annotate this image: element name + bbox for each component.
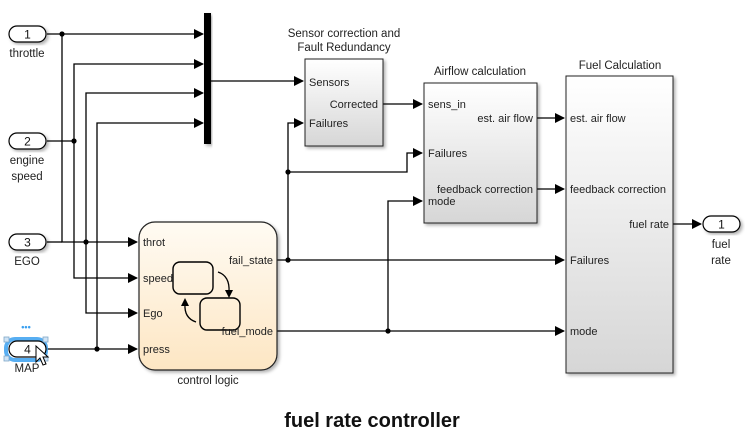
resize-handle[interactable] xyxy=(42,336,49,343)
port-label-speed: speed xyxy=(143,273,173,285)
inport-number: 4 xyxy=(24,343,31,357)
port-label-press: press xyxy=(143,344,170,356)
signal-lines xyxy=(47,29,702,354)
signal-speed-to-mux[interactable] xyxy=(73,59,204,141)
block-title-line-1: Sensor correction and xyxy=(288,28,401,40)
signal-fail-state-to-airflow[interactable] xyxy=(288,148,423,173)
stateflow-chart-icon xyxy=(172,261,241,331)
inport-label: MAP xyxy=(15,363,40,375)
fuel-calculation-block[interactable]: Fuel Calculation est. air flow feedback … xyxy=(565,60,674,374)
port-label-feedback-correction: feedback correction xyxy=(437,184,533,196)
control-logic-chart[interactable]: throt speed Ego press fail_state fuel_mo… xyxy=(138,221,278,387)
inport-label-line-1: engine xyxy=(10,155,45,167)
inport-label-line-2: speed xyxy=(11,171,42,183)
mouse-pointer-icon xyxy=(35,344,50,366)
port-label-failures: Failures xyxy=(570,255,610,267)
port-label-ego: Ego xyxy=(143,308,163,320)
block-title: Airflow calculation xyxy=(434,66,526,78)
sensor-correction-block[interactable]: Sensor correction and Fault Redundancy S… xyxy=(288,28,401,147)
resize-handle[interactable] xyxy=(3,336,10,343)
signal-ego-to-chart[interactable] xyxy=(85,242,138,318)
branch-point xyxy=(285,257,291,263)
port-label-throt: throt xyxy=(143,237,165,249)
signal-fuel-mode-to-airflow[interactable] xyxy=(387,196,423,331)
inport-4[interactable]: ••• 4 MAP xyxy=(3,322,50,375)
inport-number: 2 xyxy=(24,135,31,149)
outport-1[interactable]: 1 fuel rate xyxy=(702,215,741,267)
block-title-line-2: Fault Redundancy xyxy=(297,42,391,54)
branch-point xyxy=(385,328,391,334)
port-label-feedback-correction: feedback correction xyxy=(570,184,666,196)
outport-label-line-1: fuel xyxy=(712,239,731,251)
inport-3[interactable]: 3 EGO xyxy=(8,233,47,268)
port-label-est-air-flow: est. air flow xyxy=(477,113,533,125)
outport-number: 1 xyxy=(718,218,725,232)
port-label-fuel-rate: fuel rate xyxy=(629,219,669,231)
branch-point xyxy=(59,31,65,37)
diagram-title: fuel rate controller xyxy=(284,410,460,432)
signal-fail-state-to-sensor[interactable] xyxy=(287,118,304,260)
inport-number: 1 xyxy=(24,28,31,42)
port-label-failures: Failures xyxy=(428,148,468,160)
port-label-mode: mode xyxy=(428,196,456,208)
signal-map-to-mux[interactable] xyxy=(96,118,204,349)
port-label-est-air-flow: est. air flow xyxy=(570,113,626,125)
port-label-corrected: Corrected xyxy=(330,99,378,111)
block-title: Fuel Calculation xyxy=(579,60,661,72)
more-options-indicator[interactable]: ••• xyxy=(21,322,30,332)
port-label-fuel-mode: fuel_mode xyxy=(222,326,273,338)
block-title: control logic xyxy=(177,375,239,387)
branch-point xyxy=(94,346,100,352)
port-label-sens-in: sens_in xyxy=(428,99,466,111)
inport-2[interactable]: 2 engine speed xyxy=(8,132,47,183)
port-label-fail-state: fail_state xyxy=(229,255,273,267)
branch-points xyxy=(59,31,391,352)
signal-throttle-to-throt[interactable] xyxy=(61,34,138,247)
branch-point xyxy=(71,138,77,144)
signal-speed-to-chart[interactable] xyxy=(73,141,138,283)
outport-label-line-2: rate xyxy=(711,255,731,267)
inport-number: 3 xyxy=(24,236,31,250)
signal-ego-to-mux[interactable] xyxy=(85,88,204,242)
inport-label: EGO xyxy=(14,256,40,268)
port-label-failures: Failures xyxy=(309,118,349,130)
branch-point xyxy=(83,239,89,245)
inport-1[interactable]: 1 throttle xyxy=(8,25,47,60)
branch-point xyxy=(285,169,291,175)
inport-label: throttle xyxy=(9,48,44,60)
airflow-calculation-block[interactable]: Airflow calculation sens_in est. air flo… xyxy=(423,66,538,224)
port-label-sensors: Sensors xyxy=(309,77,350,89)
resize-handle[interactable] xyxy=(3,355,10,362)
port-label-mode: mode xyxy=(570,326,598,338)
mux-block[interactable] xyxy=(204,13,211,144)
